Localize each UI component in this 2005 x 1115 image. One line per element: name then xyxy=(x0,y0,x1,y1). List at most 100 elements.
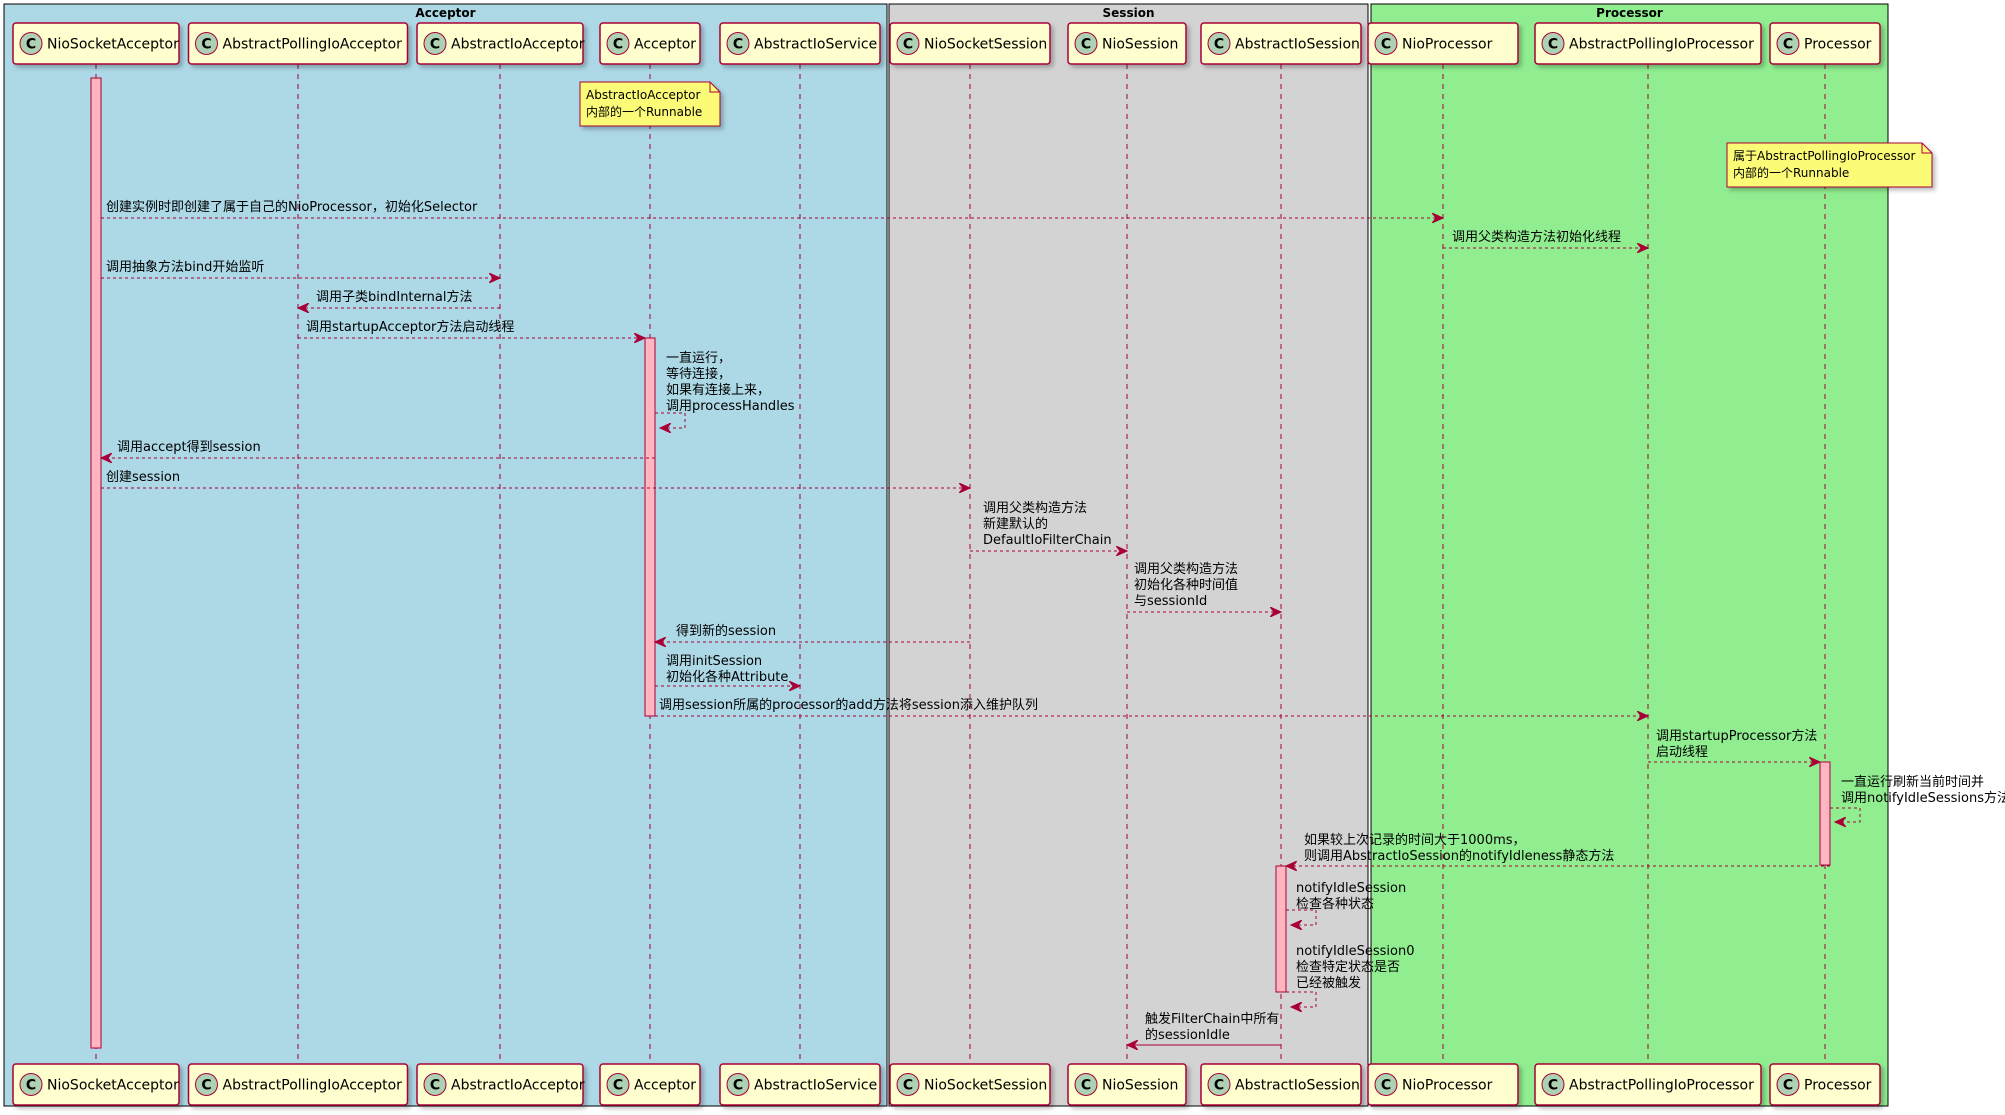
participant-label: AbstractIoSession xyxy=(1235,1078,1360,1094)
svg-text:C: C xyxy=(613,1078,623,1094)
svg-text:C: C xyxy=(1381,1078,1391,1094)
participant-label: AbstractPollingIoAcceptor xyxy=(223,1078,403,1094)
class-icon: C xyxy=(606,32,630,55)
group-title: Session xyxy=(1103,6,1155,20)
participant-nsa-top[interactable]: C NioSocketAcceptor xyxy=(12,22,180,65)
participant-apa-bottom[interactable]: C AbstractPollingIoAcceptor xyxy=(187,1063,409,1106)
participant-label: NioSocketAcceptor xyxy=(47,37,179,53)
message-2: 调用父类构造方法初始化线程 xyxy=(1443,229,1648,248)
message-label: 一直运行刷新当前时间并 xyxy=(1841,774,1984,790)
class-icon: C xyxy=(896,32,920,55)
message-label: 检查各种状态 xyxy=(1296,896,1374,912)
svg-text:C: C xyxy=(903,1078,913,1094)
message-label: 则调用AbstractIoSession的notifyIdleness静态方法 xyxy=(1304,848,1614,864)
group-title: Acceptor xyxy=(415,6,475,20)
message-label: 调用抽象方法bind开始监听 xyxy=(106,259,264,275)
svg-text:C: C xyxy=(1081,1078,1091,1094)
message-label: 检查特定状态是否 xyxy=(1296,960,1400,975)
svg-text:C: C xyxy=(26,1078,36,1094)
svg-text:C: C xyxy=(1214,37,1224,53)
activation-ais2 xyxy=(1275,865,1287,993)
participant-label: NioSocketAcceptor xyxy=(47,1078,179,1094)
class-icon: C xyxy=(726,32,750,55)
class-icon: C xyxy=(1207,1073,1231,1096)
participant-acc-bottom[interactable]: C Acceptor xyxy=(599,1063,701,1106)
svg-text:C: C xyxy=(201,37,211,53)
group-session xyxy=(888,3,1369,1107)
message-label: notifyIdleSession xyxy=(1296,881,1406,896)
svg-text:C: C xyxy=(26,37,36,53)
message-label: 调用session所属的processor的add方法将session添入维护队… xyxy=(659,697,1038,713)
message-label: 调用父类构造方法初始化线程 xyxy=(1452,229,1621,245)
svg-text:C: C xyxy=(613,37,623,53)
activation-acc xyxy=(644,337,656,717)
participant-ns-bottom[interactable]: C NioSession xyxy=(1067,1063,1187,1106)
activation-nsa xyxy=(90,77,102,1049)
message-label: 启动线程 xyxy=(1656,745,1708,760)
message-label: 新建默认的 xyxy=(983,516,1048,532)
message-label: notifyIdleSession0 xyxy=(1296,944,1415,959)
class-icon: C xyxy=(423,32,447,55)
svg-text:C: C xyxy=(1548,37,1558,53)
message-label: 调用startupAcceptor方法启动线程 xyxy=(306,319,514,335)
message-label: 如果较上次记录的时间大于1000ms， xyxy=(1304,832,1526,848)
participant-label: Processor xyxy=(1804,37,1872,53)
message-label: 调用子类bindInternal方法 xyxy=(316,289,472,305)
note-line: 内部的一个Runnable xyxy=(586,104,702,119)
message-7: 调用accept得到session xyxy=(101,439,655,458)
svg-text:C: C xyxy=(201,1078,211,1094)
note-line: 属于AbstractPollingIoProcessor xyxy=(1733,149,1915,163)
message-label: 触发FilterChain中所有 xyxy=(1145,1011,1279,1027)
note-processor: 属于AbstractPollingIoProcessor内部的一个Runnabl… xyxy=(1726,142,1933,188)
class-icon: C xyxy=(19,32,43,55)
participant-label: Processor xyxy=(1804,1078,1872,1094)
message-11: 得到新的session xyxy=(655,623,970,642)
message-label: 调用processHandles xyxy=(666,399,795,414)
class-icon: C xyxy=(1074,1073,1098,1096)
participant-label: AbstractIoAcceptor xyxy=(451,37,585,53)
class-icon: C xyxy=(896,1073,920,1096)
message-label: 等待连接， xyxy=(666,366,731,382)
message-1: 创建实例时即创建了属于自己的NioProcessor，初始化Selector xyxy=(101,199,1443,218)
participant-nsa-bottom[interactable]: C NioSocketAcceptor xyxy=(12,1063,180,1106)
message-13: 调用session所属的processor的add方法将session添入维护队… xyxy=(655,697,1648,716)
message-label: 创建session xyxy=(106,470,180,485)
participant-label: NioSocketSession xyxy=(924,37,1047,53)
message-label: 调用initSession xyxy=(666,654,762,669)
message-label: DefaultIoFilterChain xyxy=(983,533,1112,548)
participant-label: Acceptor xyxy=(634,1078,696,1094)
group-processor xyxy=(1370,3,1889,1107)
svg-text:C: C xyxy=(1548,1078,1558,1094)
svg-text:C: C xyxy=(430,1078,440,1094)
participant-label: AbstractIoService xyxy=(754,1078,877,1094)
message-label: 调用父类构造方法 xyxy=(1134,561,1238,577)
svg-text:C: C xyxy=(1381,37,1391,53)
message-8: 创建session xyxy=(101,470,970,488)
class-icon: C xyxy=(1776,32,1800,55)
message-16: 如果较上次记录的时间大于1000ms，则调用AbstractIoSession的… xyxy=(1286,832,1830,866)
message-label: 如果有连接上来， xyxy=(666,382,770,398)
participant-label: NioSession xyxy=(1102,1078,1178,1094)
message-label: 调用accept得到session xyxy=(117,439,261,455)
